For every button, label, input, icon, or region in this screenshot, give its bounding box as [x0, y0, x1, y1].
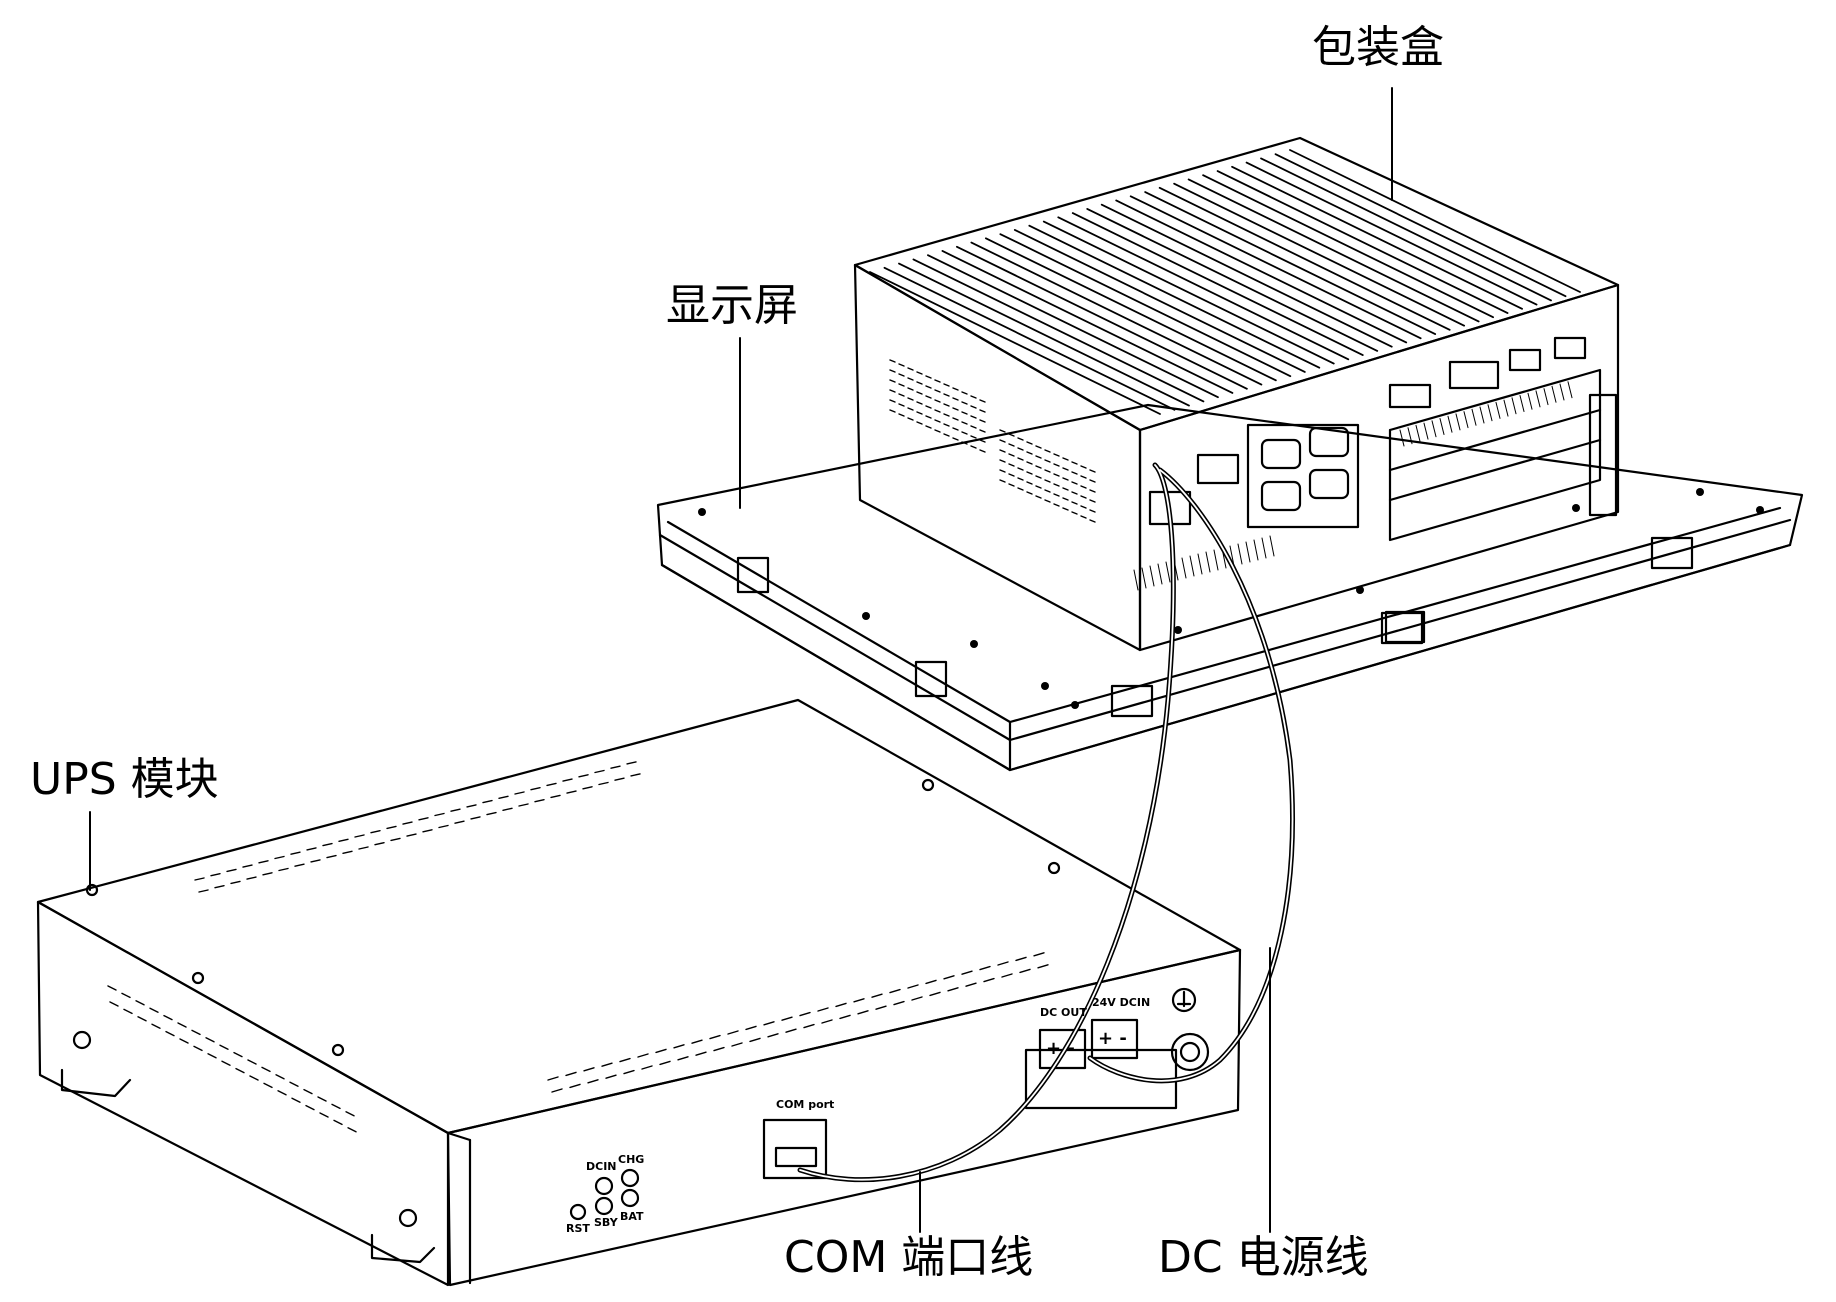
label-com-cable: COM 端口线 — [784, 1232, 1034, 1283]
dc-out-text: DC OUT — [1040, 1006, 1087, 1019]
com-port-text: COM port — [776, 1098, 834, 1111]
box-pc — [853, 136, 1620, 652]
dc-in-polarity: + - — [1098, 1028, 1127, 1049]
led-sby-text: SBY — [594, 1216, 619, 1229]
dc-in-text: 24V DCIN — [1092, 996, 1150, 1009]
leader-lines — [89, 87, 1393, 1233]
label-ups-module: UPS 模块 — [30, 754, 219, 805]
label-display: 显示屏 — [666, 280, 798, 331]
led-bat-text: BAT — [620, 1210, 644, 1223]
ups-module — [36, 698, 1242, 1287]
cables — [797, 462, 1295, 1183]
display-panel — [656, 403, 1804, 772]
led-rst-text: RST — [566, 1222, 590, 1235]
label-dc-cable: DC 电源线 — [1158, 1232, 1369, 1283]
dc-out-polarity: + - — [1046, 1038, 1075, 1059]
led-chg-text: CHG — [618, 1153, 644, 1166]
led-dcin-text: DCIN — [586, 1160, 617, 1173]
label-box: 包装盒 — [1312, 22, 1444, 73]
